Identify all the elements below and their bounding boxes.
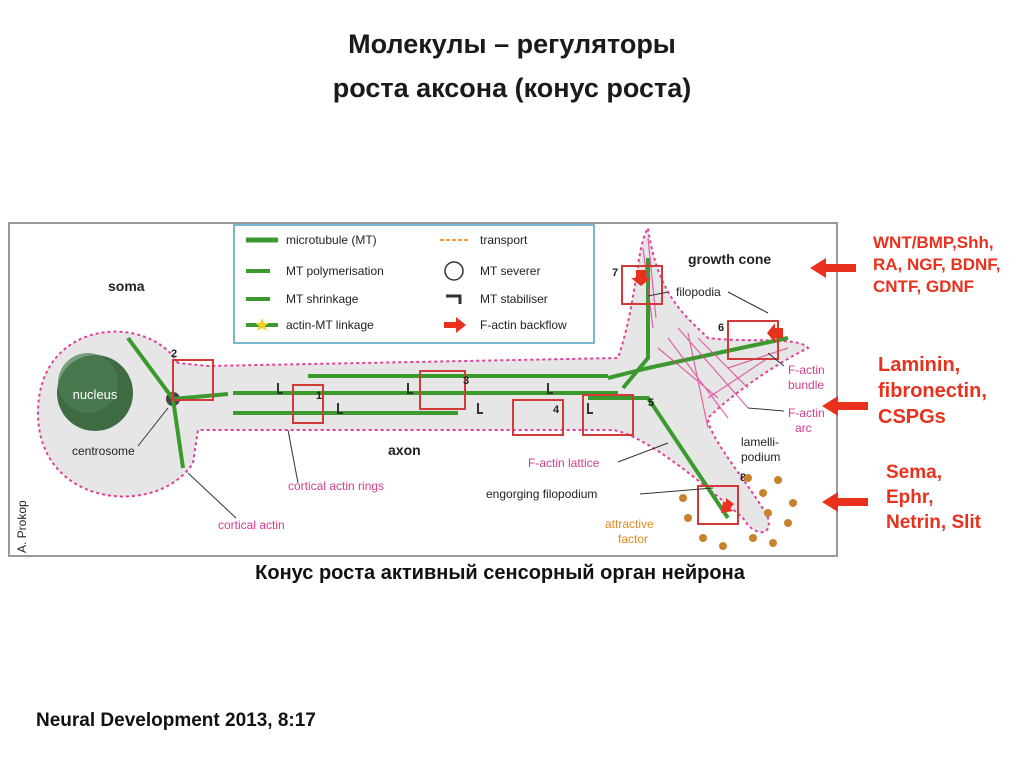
- arrow-left-icon-1: [810, 258, 856, 278]
- growth-cone-diagram: nucleus 1 2 3 4 5 6 7: [8, 222, 838, 557]
- legend-backflow: F-actin backflow: [480, 318, 567, 332]
- legend-polymerisation: MT polymerisation: [286, 264, 384, 278]
- regulators-group-3-line-3: Netrin, Slit: [886, 512, 982, 533]
- regulators-group-2-line-1: Laminin,: [878, 354, 961, 376]
- legend-transport: transport: [480, 233, 528, 247]
- regulators-group-1-line-1: WNT/BMP,Shh,: [873, 233, 994, 252]
- regulators-group-1-line-2: RA, NGF, BDNF,: [873, 255, 1001, 274]
- figure-caption: Конус роста активный сенсорный орган ней…: [255, 562, 745, 584]
- box-number-2: 2: [171, 348, 177, 360]
- attractive-factor-dots: [679, 474, 797, 550]
- growth-cone-label: growth cone: [688, 251, 771, 267]
- attractive-label-2: factor: [618, 532, 648, 546]
- mt-stabilisers: [277, 383, 593, 414]
- regulators-group-3-line-2: Ephr,: [886, 487, 934, 508]
- factin-lattice-label: F-actin lattice: [528, 456, 600, 470]
- numbered-boxes: [172, 265, 779, 525]
- slide-title-line-1: Молекулы – регуляторы: [348, 29, 676, 59]
- legend-microtubule: microtubule (MT): [286, 233, 377, 247]
- box-number-1: 1: [316, 390, 322, 402]
- cortical-actin-label: cortical actin: [218, 518, 285, 532]
- star-icon: [255, 318, 269, 331]
- arrow-left-icon-3: [822, 492, 868, 512]
- cortical-rings-label: cortical actin rings: [288, 479, 384, 493]
- regulators-group-3: Sema, Ephr, Netrin, Slit: [886, 460, 981, 535]
- regulators-group-2: Laminin, fibronectin, CSPGs: [878, 352, 987, 430]
- legend: microtubule (MT) MT polymerisation MT sh…: [233, 224, 595, 344]
- box-number-6: 6: [718, 322, 724, 334]
- legend-severer: MT severer: [480, 264, 540, 278]
- lamellipodium-label-2: podium: [741, 450, 780, 464]
- box-number-5: 5: [648, 397, 654, 409]
- factin-bundle-label-2: bundle: [788, 378, 824, 392]
- attractive-label-1: attractive: [605, 517, 654, 531]
- regulators-group-1-line-3: CNTF, GDNF: [873, 277, 975, 296]
- backflow-arrows: [631, 270, 783, 513]
- lamellipodium-label-1: lamelli-: [741, 435, 779, 449]
- author-label: A. Prokop: [15, 500, 29, 553]
- engorging-label: engorging filopodium: [486, 487, 597, 501]
- box-number-4: 4: [553, 404, 560, 416]
- axon-label: axon: [388, 442, 421, 458]
- legend-linkage: actin-MT linkage: [286, 318, 374, 332]
- box-number-8: 8: [740, 472, 746, 484]
- arrow-left-icon-2: [822, 396, 868, 416]
- backflow-icon: [444, 317, 466, 333]
- soma-label: soma: [108, 278, 145, 294]
- stabiliser-icon: [446, 294, 462, 304]
- box-number-3: 3: [463, 375, 469, 387]
- regulators-group-1: WNT/BMP,Shh, RA, NGF, BDNF, CNTF, GDNF: [873, 232, 1001, 298]
- regulators-group-2-line-2: fibronectin,: [878, 380, 987, 402]
- factin-arc-label-1: F-actin: [788, 406, 825, 420]
- citation: Neural Development 2013, 8:17: [36, 710, 316, 731]
- centrosome-label: centrosome: [72, 444, 135, 458]
- filopodia-label: filopodia: [676, 285, 721, 299]
- legend-stabiliser: MT stabiliser: [480, 292, 548, 306]
- box-number-7: 7: [612, 267, 618, 279]
- severer-icon: [444, 261, 464, 281]
- neuron-cell: [36, 225, 810, 534]
- legend-shrinkage: MT shrinkage: [286, 292, 359, 306]
- factin-bundle-label-1: F-actin: [788, 363, 825, 377]
- regulators-group-3-line-1: Sema,: [886, 462, 942, 483]
- regulators-group-2-line-3: CSPGs: [878, 406, 946, 428]
- axon-microtubules: [126, 258, 789, 520]
- nucleus-label: nucleus: [73, 387, 118, 402]
- factin-arc-label-2: arc: [795, 421, 812, 435]
- slide-title-line-2: роста аксона (конус роста): [332, 73, 692, 103]
